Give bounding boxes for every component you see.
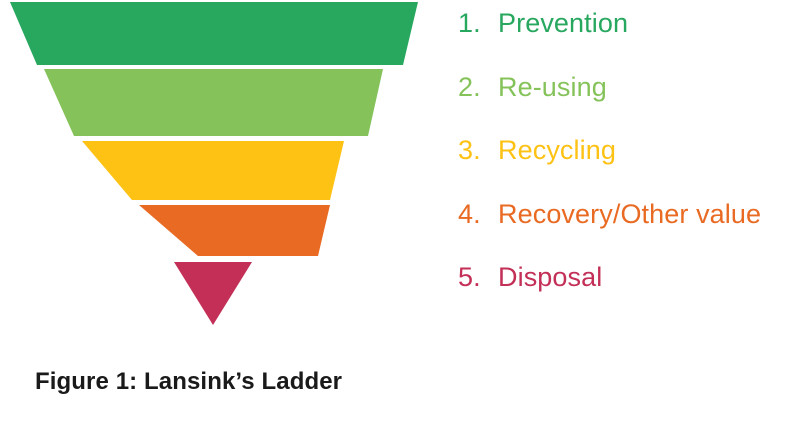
- funnel-band-disposal: [174, 262, 252, 325]
- list-item-label: Re-using: [498, 71, 607, 102]
- funnel-band-recovery: [139, 205, 330, 256]
- list-item: 2. Re-using: [458, 72, 800, 136]
- funnel-diagram: [0, 0, 440, 340]
- funnel-band-re-using: [44, 69, 383, 136]
- list-item-number: 1.: [458, 8, 481, 38]
- list-item-number: 2.: [458, 71, 481, 102]
- list-item-label: Recovery/Other value: [498, 198, 762, 229]
- list-item: 5. Disposal: [458, 262, 800, 326]
- waste-hierarchy-legend: 1. Prevention 2. Re-using 3. Recycling 4…: [458, 8, 800, 326]
- funnel-band-prevention: [10, 2, 418, 65]
- funnel-svg: [10, 2, 418, 325]
- figure-caption: Figure 1: Lansink’s Ladder: [35, 368, 343, 395]
- list-item-number: 5.: [458, 262, 481, 293]
- list-item-label: Disposal: [498, 262, 603, 293]
- list-item-label: Prevention: [498, 8, 629, 38]
- funnel-band-recycling: [82, 141, 344, 200]
- list-item-number: 4.: [458, 198, 481, 229]
- list-item: 4. Recovery/Other value: [458, 199, 800, 263]
- list-item-label: Recycling: [498, 135, 616, 166]
- list-item: 1. Prevention: [458, 8, 800, 72]
- list-item-number: 3.: [458, 135, 481, 166]
- list-item: 3. Recycling: [458, 135, 800, 199]
